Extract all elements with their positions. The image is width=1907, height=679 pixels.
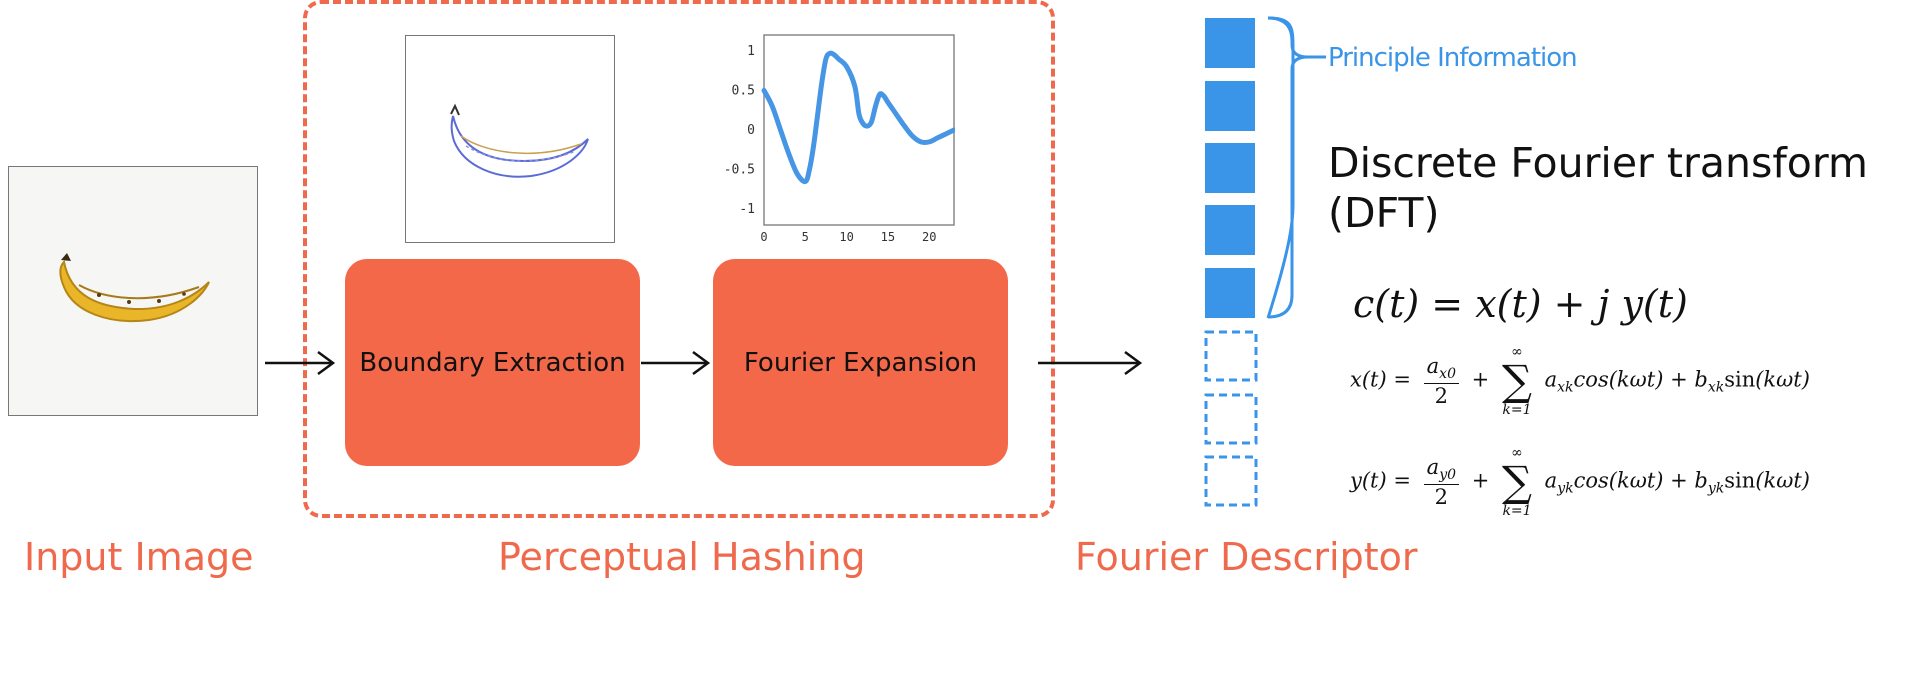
x-tick-label: 15 bbox=[881, 230, 895, 244]
input-image-frame bbox=[8, 166, 258, 416]
chart-plot-area bbox=[763, 34, 955, 226]
y-tick-label: -0.5 bbox=[724, 163, 755, 178]
x-tick-label: 10 bbox=[839, 230, 853, 244]
perceptual-hashing-label: Perceptual Hashing bbox=[498, 535, 866, 579]
dft-title: Discrete Fourier transform (DFT) bbox=[1328, 138, 1868, 238]
dft-title-line1: Discrete Fourier transform bbox=[1328, 139, 1868, 187]
complex-equation: c(t) = x(t) + j y(t) bbox=[1353, 282, 1688, 326]
principle-information-label: Principle Information bbox=[1328, 43, 1578, 73]
descriptor-block-filled bbox=[1205, 143, 1255, 193]
banana-image bbox=[59, 253, 210, 322]
fourier-descriptor-label: Fourier Descriptor bbox=[1075, 535, 1418, 579]
x-tick-label: 5 bbox=[802, 230, 809, 244]
descriptor-block-empty bbox=[1204, 330, 1258, 382]
y-tick-label: 0 bbox=[747, 123, 755, 138]
fourier-expansion-label: Fourier Expansion bbox=[743, 347, 978, 378]
principle-brace-icon bbox=[1267, 16, 1326, 319]
y-tick-label: -1 bbox=[739, 202, 755, 217]
principle-blocks bbox=[1205, 18, 1255, 318]
input-image-label: Input Image bbox=[24, 535, 254, 579]
boundary-extraction-label: Boundary Extraction bbox=[359, 347, 626, 378]
fourier-chart: 0 5 10 15 20 1 0.5 0 -0.5 -1 bbox=[724, 34, 955, 244]
boundary-extraction-box: Boundary Extraction bbox=[345, 259, 640, 466]
fourier-expansion-box: Fourier Expansion bbox=[713, 259, 1008, 466]
y-tick-label: 0.5 bbox=[732, 83, 755, 98]
perceptual-hashing-frame bbox=[303, 0, 1055, 518]
x-tick-label: 20 bbox=[922, 230, 936, 244]
x-tick-label: 0 bbox=[760, 230, 767, 244]
fourier-curve bbox=[761, 50, 955, 184]
descriptor-block-filled bbox=[1205, 205, 1255, 255]
dft-title-line2: (DFT) bbox=[1328, 189, 1440, 237]
residual-blocks bbox=[1204, 330, 1258, 507]
descriptor-block-filled bbox=[1205, 268, 1255, 318]
banana-outline-image bbox=[450, 103, 589, 178]
descriptor-block-filled bbox=[1205, 81, 1255, 131]
descriptor-block-empty bbox=[1204, 393, 1258, 445]
descriptor-block-empty bbox=[1204, 455, 1258, 507]
descriptor-block-filled bbox=[1205, 18, 1255, 68]
boundary-thumbnail bbox=[405, 35, 615, 243]
y-tick-label: 1 bbox=[747, 44, 755, 59]
